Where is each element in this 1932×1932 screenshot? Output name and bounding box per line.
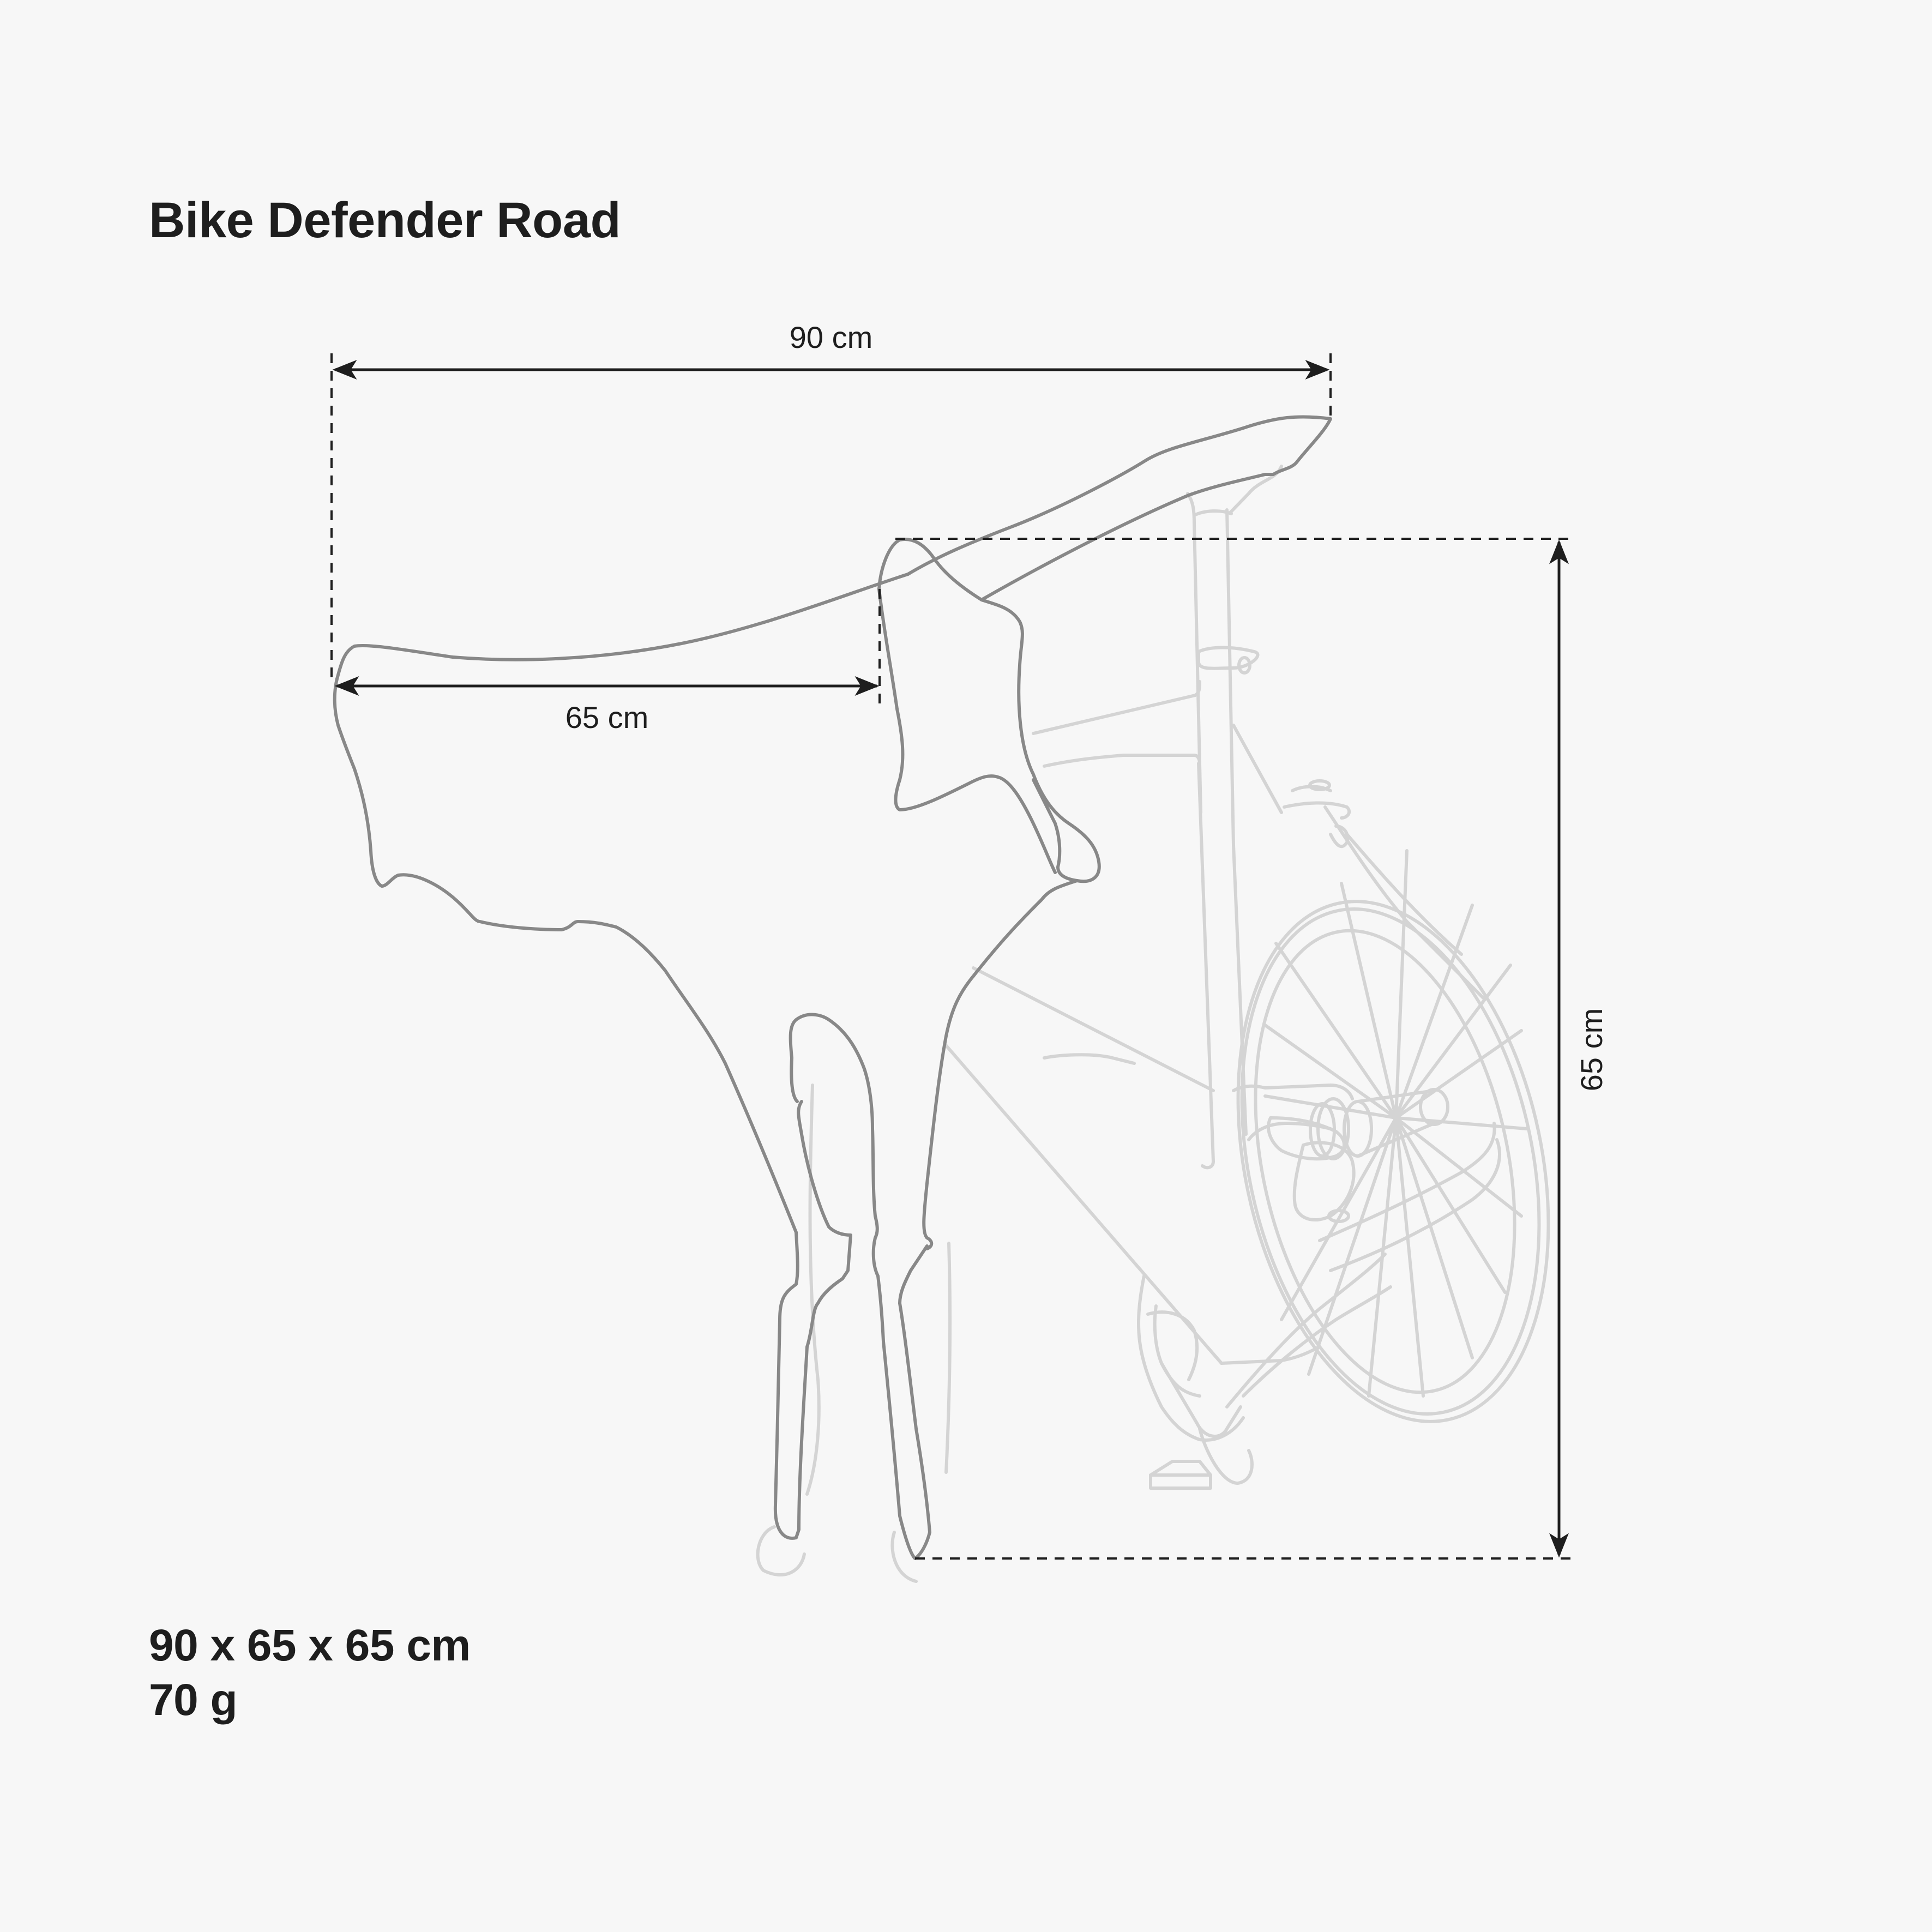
page-title: Bike Defender Road xyxy=(149,192,621,248)
spec-size: 90 x 65 x 65 cm xyxy=(149,1621,471,1670)
wheel-spokes xyxy=(1263,849,1528,1398)
bike-cover-outline xyxy=(333,415,1332,1560)
dimension-label-65cm-height: 65 cm xyxy=(1574,1008,1609,1092)
spec-weight: 70 g xyxy=(149,1675,238,1725)
dimension-height: 65 cm xyxy=(895,538,1609,1560)
dimension-front-width: 65 cm xyxy=(334,589,881,735)
dimension-label-90cm: 90 cm xyxy=(790,320,873,354)
bike-outline xyxy=(756,465,1550,1583)
dimension-overall-length: 90 cm xyxy=(330,320,1332,682)
dimension-label-65cm-width: 65 cm xyxy=(565,700,649,735)
product-specs: 90 x 65 x 65 cm 70 g xyxy=(149,1618,471,1728)
